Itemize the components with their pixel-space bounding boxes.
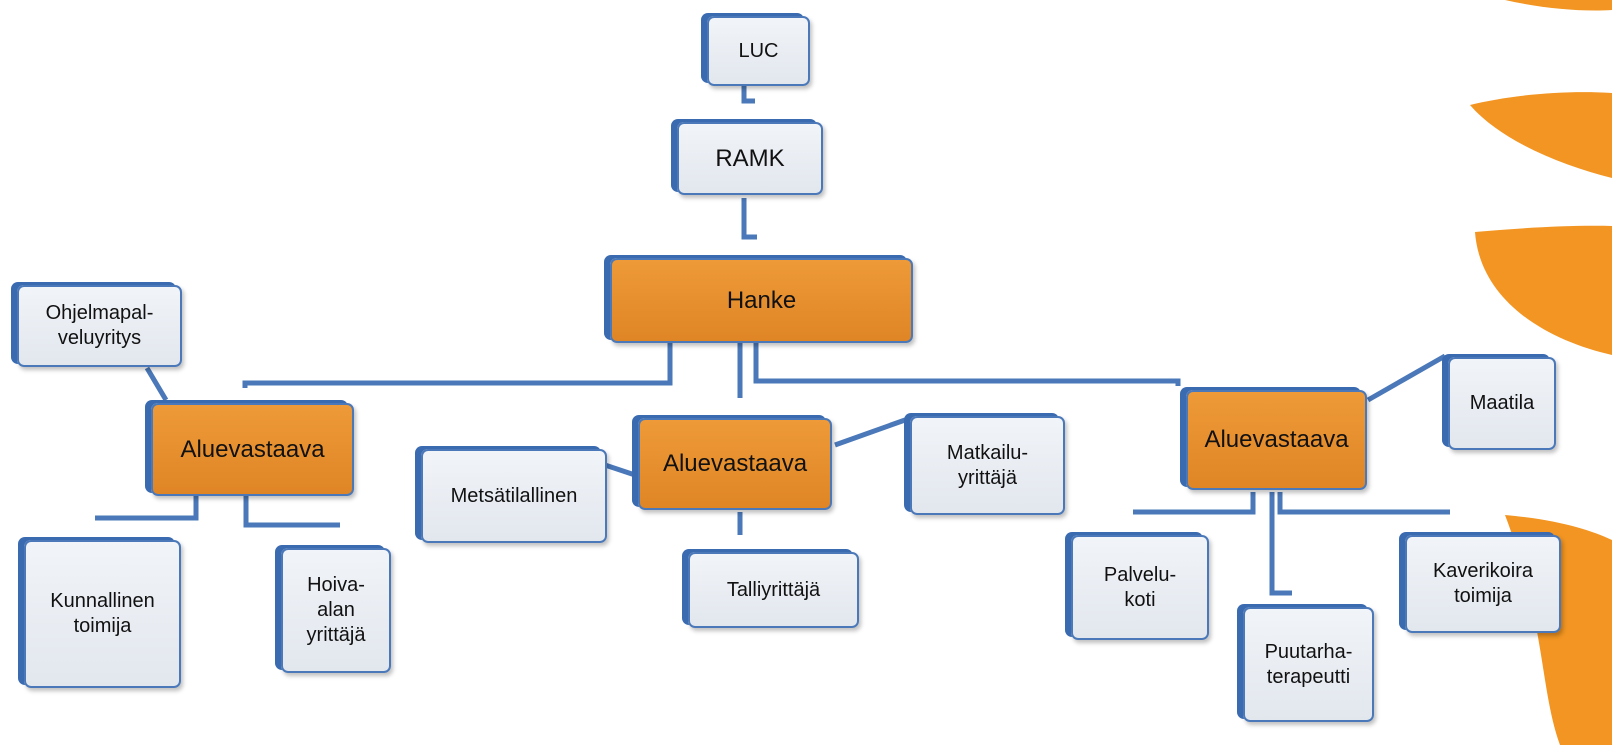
connector-left-hoiva: [243, 495, 340, 528]
connector-ramk-hanke: [741, 198, 757, 240]
connector-left-kunnallinen: [95, 495, 199, 521]
decor-swoosh-2: [1470, 92, 1612, 178]
node-hoiva-alan-yrittaja: Hoiva- alan yrittäjä: [281, 548, 391, 673]
node-kaverikoira-toimija: Kaverikoira toimija: [1405, 535, 1561, 633]
node-palvelukoti: Palvelu- koti: [1071, 535, 1209, 640]
node-talliyrittaja: Talliyrittäjä: [688, 552, 859, 628]
connector-right-maatila: [1366, 353, 1447, 403]
node-ramk: RAMK: [677, 122, 823, 195]
node-aluevastaava-right: Aluevastaava: [1186, 390, 1367, 490]
node-puutarhaterapeutti: Puutarha- terapeutti: [1243, 607, 1374, 722]
decor-swoosh-3: [1475, 225, 1612, 355]
node-metsatilallinen: Metsätilallinen: [421, 449, 607, 543]
node-luc: LUC: [707, 16, 810, 86]
connector-ohjelma-left: [144, 366, 169, 402]
connector-center-metsa: [604, 462, 636, 478]
connector-right-puutarha: [1269, 492, 1292, 596]
connector-center-matkailu: [834, 417, 906, 448]
connector-hanke-right: [753, 340, 1181, 386]
node-aluevastaava-center: Aluevastaava: [638, 418, 832, 510]
connector-right-palvelu: [1133, 492, 1256, 515]
node-maatila: Maatila: [1448, 357, 1556, 450]
connector-right-kaveri: [1277, 492, 1450, 515]
node-ohjelmapalveluyritys: Ohjelmapal- veluyritys: [17, 285, 182, 367]
connector-luc-ramk: [741, 86, 755, 104]
connector-hanke-left: [242, 340, 673, 388]
node-matkailuyrittaja: Matkailu- yrittäjä: [910, 416, 1065, 515]
node-hanke: Hanke: [610, 258, 913, 343]
connector-lines: [95, 86, 1450, 596]
decor-swoosh-1: [1505, 0, 1612, 11]
node-aluevastaava-left: Aluevastaava: [151, 403, 354, 496]
node-kunnallinen-toimija: Kunnallinen toimija: [24, 540, 181, 688]
